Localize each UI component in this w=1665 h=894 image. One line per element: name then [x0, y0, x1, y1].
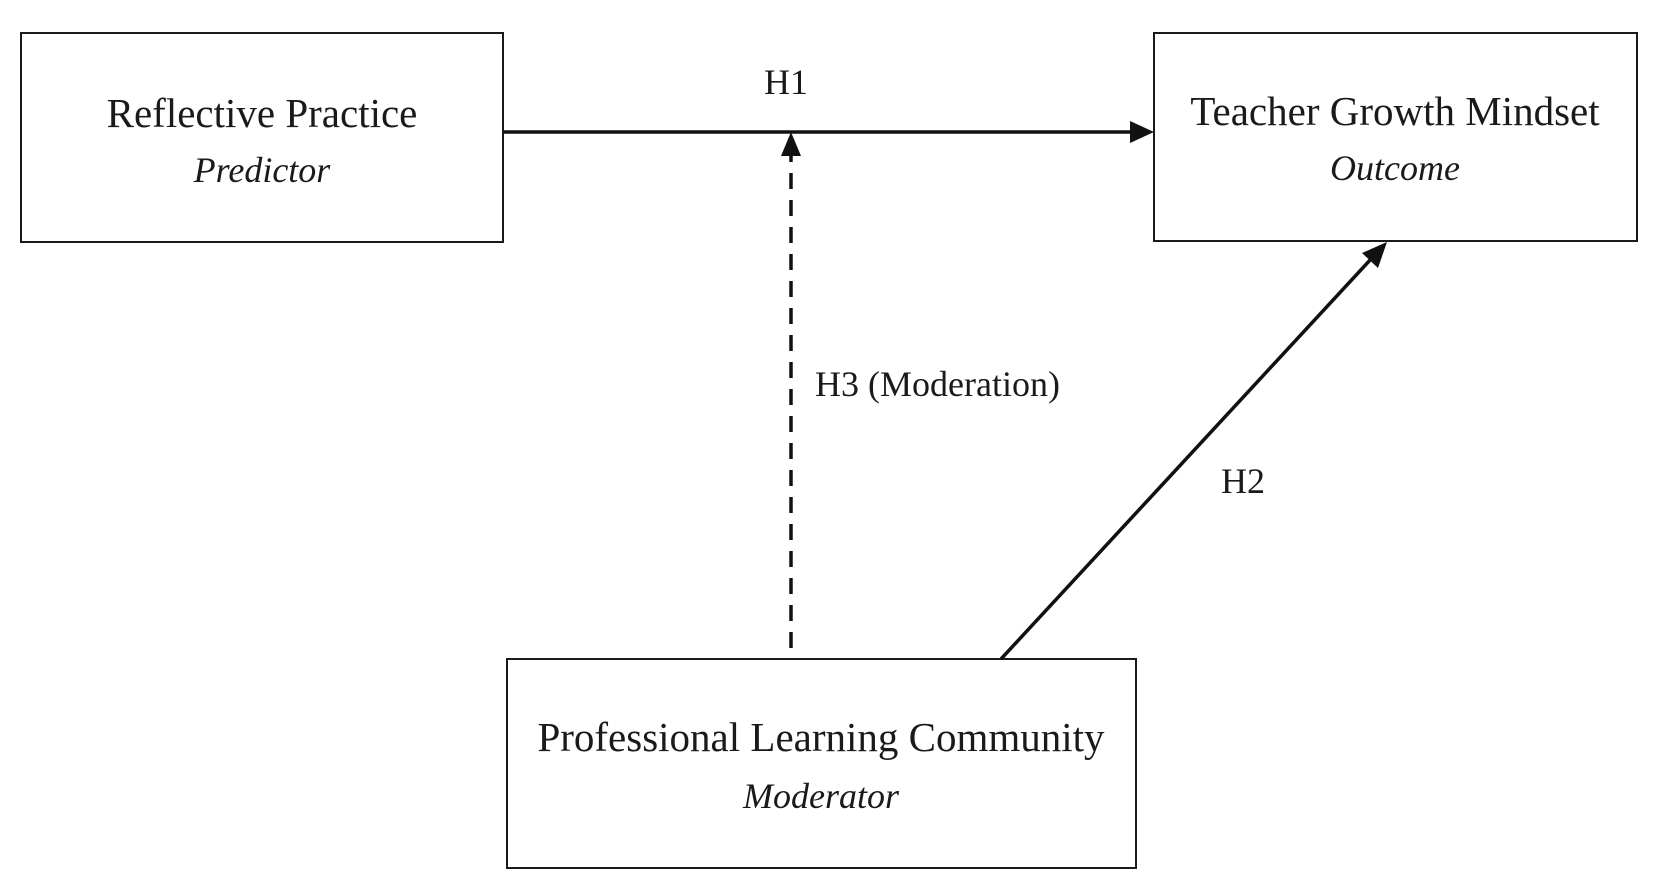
outcome-role: Outcome: [1330, 148, 1460, 188]
moderator-role: Moderator: [742, 776, 900, 816]
h3-label: H3 (Moderation): [815, 364, 1060, 404]
moderator-box: [506, 658, 1137, 869]
predictor-title: Reflective Practice: [107, 90, 418, 136]
predictor-role: Predictor: [193, 150, 332, 190]
node-moderator: Professional Learning Community Moderato…: [506, 658, 1137, 869]
h2-arrowhead: [1362, 242, 1387, 268]
edge-h2: H2: [999, 242, 1387, 661]
h2-label: H2: [1221, 461, 1265, 501]
node-outcome: Teacher Growth Mindset Outcome: [1153, 32, 1638, 242]
predictor-box: [20, 32, 504, 243]
h1-label: H1: [764, 62, 808, 102]
outcome-box: [1153, 32, 1638, 242]
h2-arrow-line: [999, 257, 1373, 661]
edge-h3: H3 (Moderation): [781, 132, 1060, 648]
h3-arrowhead: [781, 132, 801, 156]
edge-h1: H1: [503, 62, 1154, 143]
moderator-title: Professional Learning Community: [537, 714, 1105, 760]
h1-arrowhead: [1130, 121, 1154, 143]
outcome-title: Teacher Growth Mindset: [1190, 88, 1600, 134]
node-predictor: Reflective Practice Predictor: [20, 32, 504, 243]
